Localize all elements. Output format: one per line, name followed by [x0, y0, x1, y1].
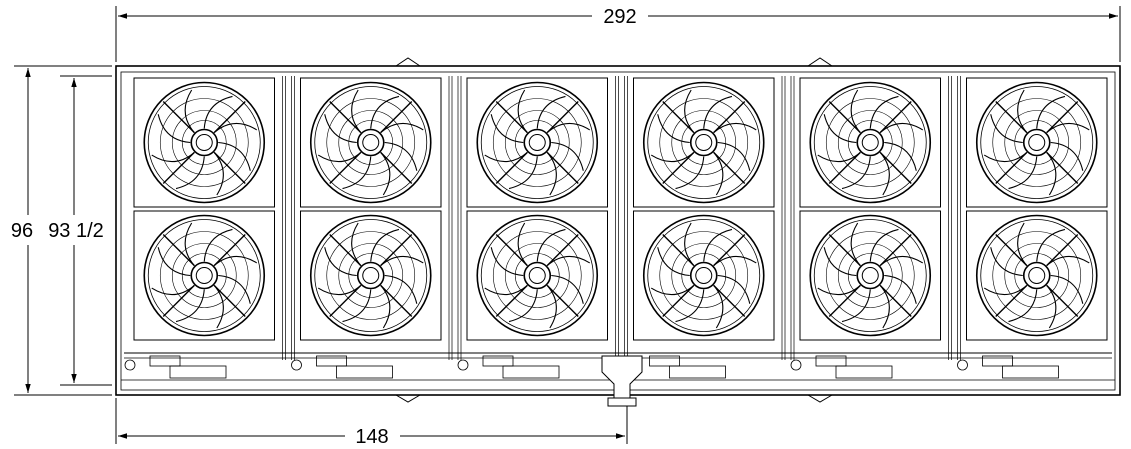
fan-icon	[966, 77, 1108, 208]
fan-icon	[300, 77, 442, 208]
unit-frame	[115, 57, 1121, 403]
motor-base	[502, 365, 560, 379]
module-divider	[615, 76, 628, 360]
fan-grid	[133, 76, 1108, 360]
dimension-label-96: 96	[11, 220, 33, 242]
outlet-flange	[607, 397, 637, 407]
module-divider	[781, 76, 795, 360]
dimension-overall-width: 292	[115, 6, 1121, 62]
dimension-overall-height: 96	[11, 65, 112, 396]
dimension-partial-width: 148	[115, 398, 628, 448]
motor-base	[336, 365, 393, 379]
fan-icon	[466, 210, 608, 341]
dimension-label-292: 292	[603, 6, 636, 28]
fan-icon	[133, 210, 275, 341]
motor-base	[669, 365, 726, 379]
motor-base	[169, 365, 227, 379]
piping-rail	[124, 352, 1112, 407]
fan-icon	[133, 77, 275, 208]
dimension-inner-height: 93 1/2	[48, 75, 112, 386]
fan-icon	[633, 77, 775, 208]
fan-icon	[966, 210, 1108, 341]
fan-icon	[466, 77, 608, 208]
fan-icon	[799, 77, 941, 208]
module-divider	[282, 76, 295, 360]
outlet-nozzle	[601, 355, 643, 399]
dimension-label-93-1-2: 93 1/2	[48, 220, 104, 242]
motor-base	[1002, 365, 1059, 379]
module-divider	[948, 76, 961, 360]
fan-icon	[633, 210, 775, 341]
motor-base	[835, 365, 893, 379]
fan-icon	[799, 210, 941, 341]
fan-icon	[300, 210, 442, 341]
module-divider	[448, 76, 462, 360]
dimension-label-148: 148	[355, 426, 388, 448]
